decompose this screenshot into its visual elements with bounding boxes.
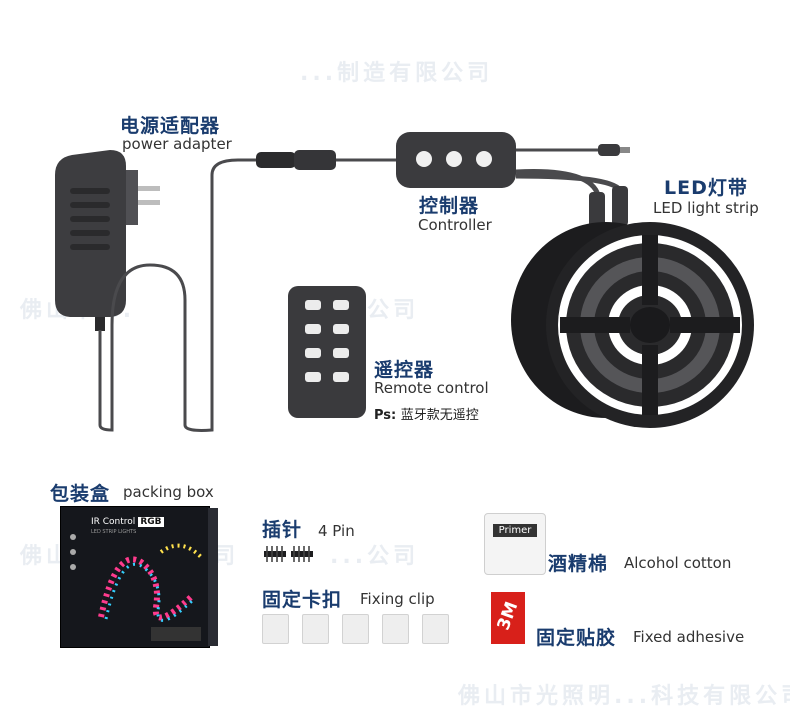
packing-box-label-cn: 包装盒 <box>50 483 111 505</box>
fixing-clip-label-cn: 固定卡扣 <box>262 589 343 611</box>
adhesive-label-cn: 固定贴胶 <box>536 627 617 649</box>
packing-box-side <box>208 508 218 646</box>
box-tag: RGB <box>138 517 164 527</box>
fixing-clip <box>342 614 369 644</box>
remote-note-prefix: Ps: <box>374 408 397 423</box>
tape-label: 3M <box>493 599 523 633</box>
remote-note-text: 蓝牙款无遥控 <box>400 408 479 423</box>
packing-box-label-en: packing box <box>123 483 214 501</box>
box-info-strip <box>151 627 201 641</box>
fixing-clip <box>302 614 329 644</box>
power-adapter-label-cn: 电源适配器 <box>120 115 221 137</box>
led-strip-label-en: LED light strip <box>653 199 759 217</box>
remote-note: Ps: 蓝牙款无遥控 <box>374 404 479 423</box>
remote-label-en: Remote control <box>374 379 489 397</box>
pin-illustration <box>264 546 313 562</box>
box-title: IR Control <box>91 517 136 527</box>
fixing-clip <box>382 614 409 644</box>
led-strip-label-cn: LED灯带 <box>664 177 748 199</box>
remote-illustration <box>288 286 366 418</box>
fixing-clip <box>262 614 289 644</box>
controller-label-en: Controller <box>418 216 492 234</box>
fixing-clip <box>422 614 449 644</box>
alcohol-label-en: Alcohol cotton <box>624 554 732 572</box>
dc-plug <box>256 152 296 168</box>
controller-label-cn: 控制器 <box>419 195 480 217</box>
box-subtitle: LED STRIP LIGHTS <box>91 529 137 535</box>
controller-illustration <box>396 132 516 188</box>
primer-label: Primer <box>493 524 537 537</box>
adhesive-tape-illustration: 3M <box>491 592 525 644</box>
alcohol-label-cn: 酒精棉 <box>548 553 609 575</box>
watermark: ...公司 <box>330 544 420 569</box>
remote-label-cn: 遥控器 <box>374 359 435 381</box>
fixing-clip-label-en: Fixing clip <box>360 590 435 608</box>
pin-label-cn: 插针 <box>262 519 303 541</box>
watermark: ...制造有限公司 <box>300 61 494 86</box>
dc-socket <box>294 150 336 170</box>
primer-wipe-illustration: Primer <box>484 513 546 575</box>
rgb-strip-art <box>70 534 203 622</box>
led-strip-reel-illustration <box>511 222 754 428</box>
adhesive-label-en: Fixed adhesive <box>633 628 745 646</box>
power-adapter-label-en: power adapter <box>122 135 232 153</box>
pin-label-en: 4 Pin <box>318 522 355 540</box>
power-adapter-illustration <box>55 150 160 331</box>
